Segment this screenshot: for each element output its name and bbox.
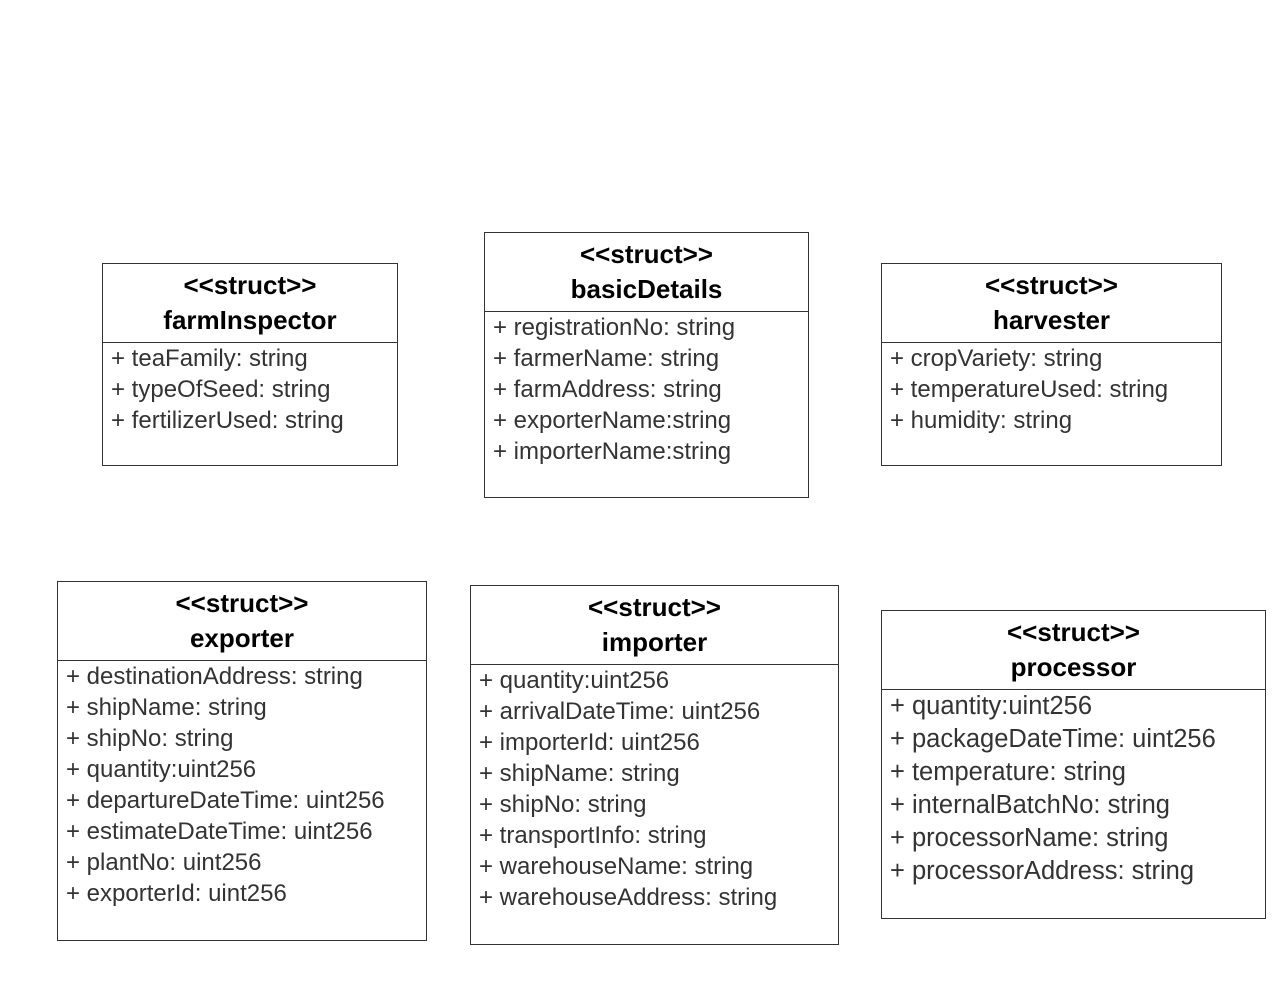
struct-field: + registrationNo: string	[493, 314, 736, 341]
struct-header: <<struct>> processor	[882, 611, 1265, 690]
struct-field: + destinationAddress: string	[66, 663, 363, 690]
struct-field: + importerId: uint256	[479, 729, 700, 756]
struct-field: + processorAddress: string	[890, 857, 1195, 885]
struct-fields: + quantity:uint256 + arrivalDateTime: ui…	[471, 665, 838, 913]
struct-field: + shipNo: string	[479, 791, 647, 818]
struct-stereotype: <<struct>>	[183, 270, 317, 300]
struct-header: <<struct>> harvester	[882, 264, 1221, 343]
struct-name: farmInspector	[163, 305, 337, 335]
struct-harvester[interactable]: <<struct>> harvester + cropVariety: stri…	[881, 263, 1222, 466]
struct-header: <<struct>> basicDetails	[485, 233, 808, 312]
struct-field: + teaFamily: string	[111, 345, 308, 372]
struct-stereotype: <<struct>>	[175, 588, 309, 618]
struct-farmInspector[interactable]: <<struct>> farmInspector + teaFamily: st…	[102, 263, 398, 466]
struct-name: harvester	[992, 305, 1111, 335]
struct-field: + temperature: string	[890, 758, 1126, 786]
struct-field: + exporterName:string	[493, 407, 732, 434]
struct-field: + arrivalDateTime: uint256	[479, 698, 761, 725]
struct-name: importer	[601, 627, 708, 657]
struct-fields: + teaFamily: string + typeOfSeed: string…	[103, 343, 397, 436]
struct-field: + exporterId: uint256	[66, 880, 287, 907]
struct-fields: + quantity:uint256 + packageDateTime: ui…	[882, 690, 1265, 888]
struct-field: + importerName:string	[493, 438, 732, 465]
struct-fields: + registrationNo: string + farmerName: s…	[485, 312, 808, 467]
struct-field: + humidity: string	[890, 407, 1073, 434]
struct-field: + quantity:uint256	[479, 667, 670, 694]
struct-fields: + cropVariety: string + temperatureUsed:…	[882, 343, 1221, 436]
struct-field: + plantNo: uint256	[66, 849, 262, 876]
struct-field: + cropVariety: string	[890, 345, 1103, 372]
struct-field: + warehouseAddress: string	[479, 884, 778, 911]
struct-name: processor	[1010, 652, 1137, 682]
struct-importer[interactable]: <<struct>> importer + quantity:uint256 +…	[470, 585, 839, 945]
struct-exporter[interactable]: <<struct>> exporter + destinationAddress…	[57, 581, 427, 941]
struct-field: + processorName: string	[890, 824, 1169, 852]
struct-field: + quantity:uint256	[890, 692, 1093, 720]
struct-name: basicDetails	[570, 274, 723, 304]
struct-field: + warehouseName: string	[479, 853, 754, 880]
struct-basicDetails[interactable]: <<struct>> basicDetails + registrationNo…	[484, 232, 809, 498]
struct-stereotype: <<struct>>	[1007, 617, 1140, 647]
struct-header: <<struct>> exporter	[58, 582, 426, 661]
struct-header: <<struct>> importer	[471, 586, 838, 665]
struct-field: + farmerName: string	[493, 345, 720, 372]
struct-name: exporter	[189, 623, 295, 653]
struct-field: + temperatureUsed: string	[890, 376, 1169, 403]
struct-field: + quantity:uint256	[66, 756, 257, 783]
struct-field: + shipNo: string	[66, 725, 234, 752]
struct-field: + estimateDateTime: uint256	[66, 818, 373, 845]
struct-field: + fertilizerUsed: string	[111, 407, 344, 434]
struct-field: + farmAddress: string	[493, 376, 722, 403]
struct-processor[interactable]: <<struct>> processor + quantity:uint256 …	[881, 610, 1266, 919]
struct-field: + packageDateTime: uint256	[890, 725, 1216, 753]
struct-stereotype: <<struct>>	[985, 270, 1118, 300]
struct-stereotype: <<struct>>	[580, 239, 713, 269]
struct-fields: + destinationAddress: string + shipName:…	[58, 661, 426, 909]
struct-header: <<struct>> farmInspector	[103, 264, 397, 343]
struct-field: + transportInfo: string	[479, 822, 707, 849]
struct-field: + shipName: string	[479, 760, 680, 787]
struct-stereotype: <<struct>>	[588, 592, 721, 622]
struct-field: + departureDateTime: uint256	[66, 787, 385, 814]
struct-field: + shipName: string	[66, 694, 267, 721]
struct-field: + internalBatchNo: string	[890, 791, 1170, 819]
struct-field: + typeOfSeed: string	[111, 376, 331, 403]
